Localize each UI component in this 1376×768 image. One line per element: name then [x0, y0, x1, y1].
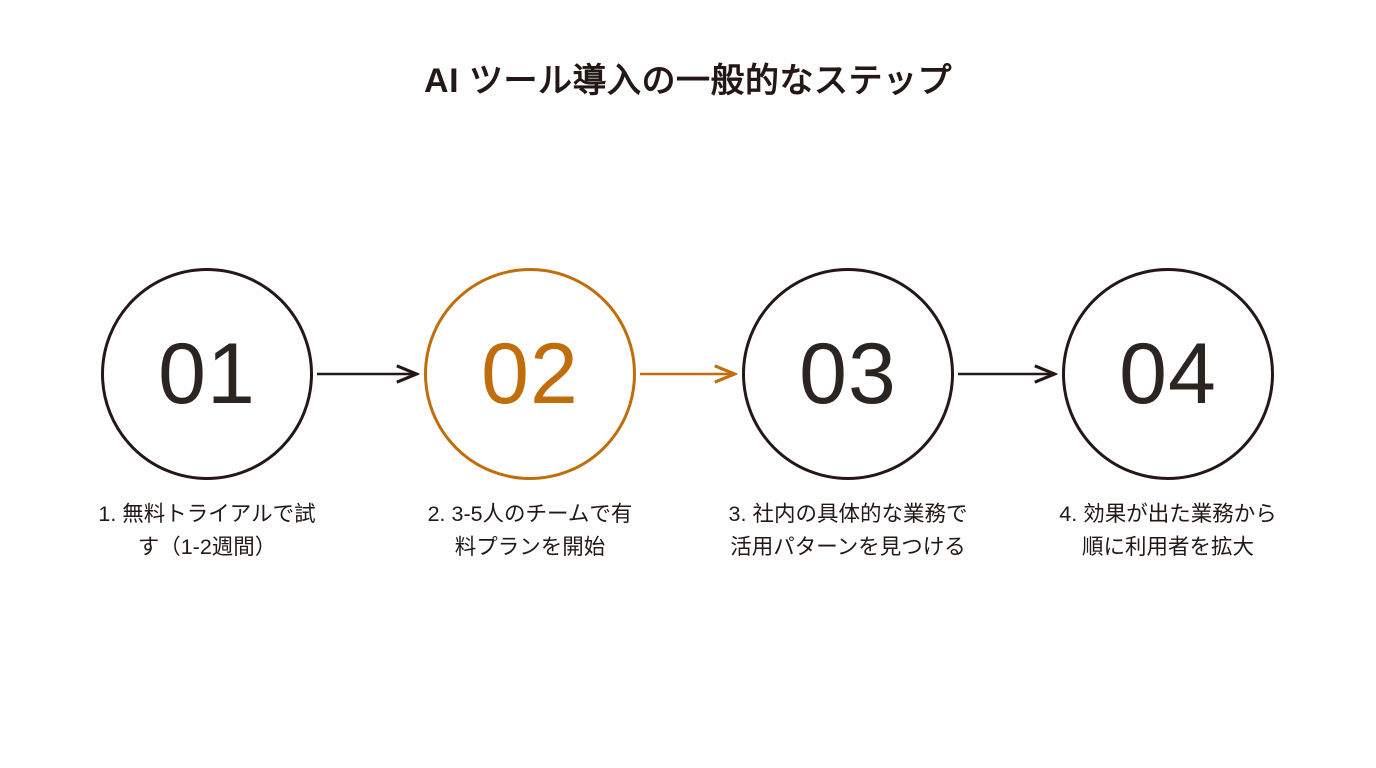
step-node-02[interactable]: 02: [424, 268, 636, 480]
step-caption-04-line-1: 4. 効果が出た業務から: [1059, 502, 1277, 526]
page-title: AI ツール導入の一般的なステップ: [424, 62, 952, 100]
step-caption-02: 2. 3-5人のチームで有 料プランを開始: [380, 498, 680, 563]
step-caption-01-line-1: 1. 無料トライアルで試: [98, 502, 316, 526]
step-caption-04-line-2: 順に利用者を拡大: [1081, 534, 1254, 559]
step-number-01: 01: [158, 326, 256, 422]
step-circle-03: [742, 268, 954, 480]
step-caption-01: 1. 無料トライアルで試 す（1-2週間）: [57, 498, 357, 563]
step-caption-01-line-2: す（1-2週間）: [137, 534, 277, 559]
step-caption-03: 3. 社内の具体的な業務で 活用パターンを見つける: [698, 498, 998, 563]
step-number-02: 02: [481, 326, 579, 422]
step-caption-04: 4. 効果が出た業務から 順に利用者を拡大: [1018, 498, 1318, 563]
step-circle-04: [1062, 268, 1274, 480]
step-caption-02-line-2: 料プランを開始: [454, 534, 606, 559]
step-number-04: 04: [1119, 326, 1217, 422]
step-caption-03-line-2: 活用パターンを見つける: [730, 534, 966, 559]
step-node-04[interactable]: 04: [1062, 268, 1274, 480]
step-node-01[interactable]: 01: [101, 268, 313, 480]
step-circle-01: [101, 268, 313, 480]
step-caption-03-line-1: 3. 社内の具体的な業務で: [728, 502, 968, 526]
step-caption-02-line-1: 2. 3-5人のチームで有: [427, 502, 633, 526]
step-number-03: 03: [799, 326, 897, 422]
step-node-03[interactable]: 03: [742, 268, 954, 480]
step-circle-02: [424, 268, 636, 480]
